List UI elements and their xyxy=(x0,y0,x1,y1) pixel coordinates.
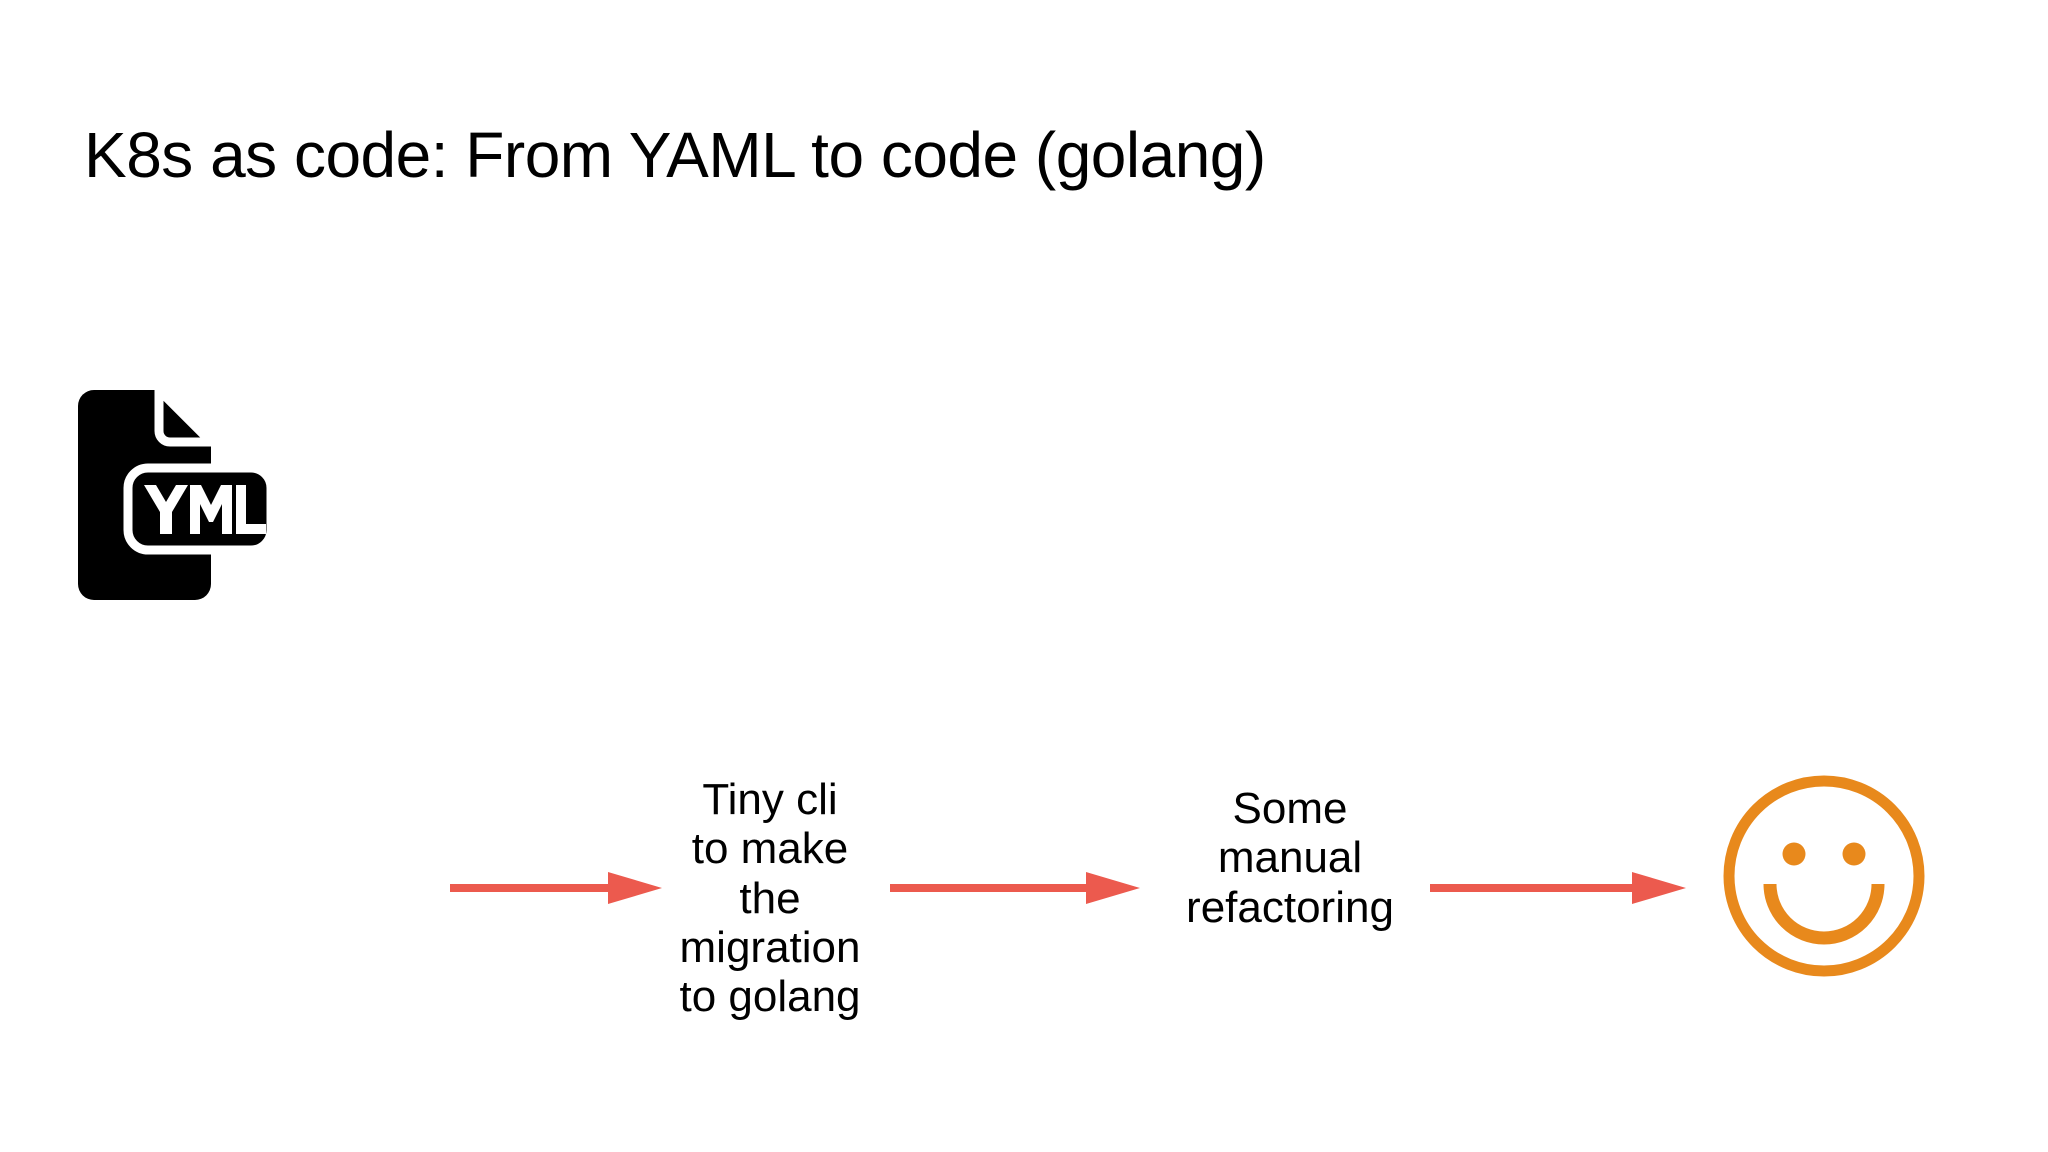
manual-refactoring-step: Some manual refactoring xyxy=(1160,784,1420,932)
smiley-face-icon xyxy=(1720,772,1928,980)
process-flow: Tiny cli to make the migration to golang… xyxy=(0,380,2048,1021)
tiny-cli-line-2: to make xyxy=(691,824,849,874)
tiny-cli-step: Tiny cli to make the migration to golang xyxy=(650,775,890,1021)
tiny-cli-line-4: migration xyxy=(679,922,861,972)
arrow-3-icon xyxy=(1428,858,1690,918)
refactoring-line-3: refactoring xyxy=(1186,882,1394,932)
page-title: K8s as code: From YAML to code (golang) xyxy=(84,119,1266,191)
tiny-cli-line-1: Tiny cli xyxy=(702,775,838,824)
tiny-cli-line-3: the xyxy=(739,873,801,923)
refactoring-line-1: Some xyxy=(1232,784,1348,833)
arrow-2-icon xyxy=(888,858,1144,918)
arrow-1-icon xyxy=(448,858,666,918)
yml-file-icon xyxy=(62,390,282,600)
tiny-cli-line-5: to golang xyxy=(679,972,861,1022)
refactoring-line-2: manual xyxy=(1217,833,1363,883)
